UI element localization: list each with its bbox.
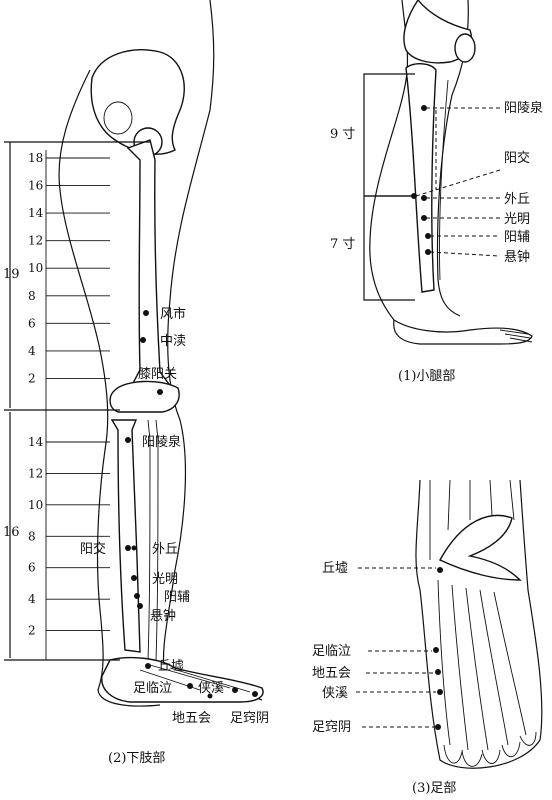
point-xiyangguan bbox=[157, 389, 163, 395]
point-zulinqi bbox=[187, 683, 193, 689]
thigh-tick-label-12: 12 bbox=[28, 234, 43, 248]
lower-limb-caption: (2)下肢部 bbox=[108, 750, 165, 766]
thigh-tick-label-4: 4 bbox=[28, 344, 36, 358]
label-fengshi: 风市 bbox=[160, 306, 186, 322]
calf-label-waiqiu: 外丘 bbox=[504, 192, 530, 207]
fibula bbox=[147, 419, 159, 661]
thigh-tick-label-16: 16 bbox=[28, 179, 43, 193]
foot-label-qiuxu: 丘墟 bbox=[322, 561, 348, 576]
hip-socket bbox=[103, 101, 133, 135]
foot bbox=[101, 656, 264, 703]
calf-label-yanglingquan: 阳陵泉 bbox=[504, 100, 543, 116]
calf-patella bbox=[454, 33, 476, 63]
label-xiyangguan: 膝阳关 bbox=[138, 367, 177, 382]
point-fengshi bbox=[143, 310, 149, 316]
calf-caption: (1)小腿部 bbox=[398, 369, 455, 384]
point-waiqiu bbox=[131, 545, 137, 551]
foot-caption: (3)足部 bbox=[412, 781, 456, 796]
foot-point-zulinqi bbox=[433, 647, 439, 653]
point-yangjiao bbox=[125, 545, 131, 551]
foot-outline bbox=[415, 479, 543, 769]
foot-label-zuqiaoyin: 足窍阴 bbox=[312, 719, 351, 735]
calf-point-yanglingquan bbox=[421, 105, 427, 111]
calf-upper-span: 9 寸 bbox=[330, 127, 355, 142]
label-guangming: 光明 bbox=[152, 572, 178, 587]
foot-label-zulinqi: 足临泣 bbox=[312, 644, 351, 659]
point-xiaxi bbox=[232, 687, 238, 693]
foot-tendons bbox=[429, 479, 515, 560]
thigh-tick-group: 18 16 14 12 10 8 6 4 2 bbox=[28, 151, 110, 385]
shank-tick-label-4: 4 bbox=[28, 592, 36, 606]
calf-fibula bbox=[439, 79, 449, 281]
point-yangfu bbox=[134, 593, 140, 599]
foot-point-qiuxu bbox=[437, 567, 443, 573]
calf-foot bbox=[393, 319, 533, 345]
shank-tick-label-6: 6 bbox=[28, 561, 36, 575]
foot-toes bbox=[443, 731, 537, 767]
label-yangfu: 阳辅 bbox=[164, 590, 190, 605]
shank-tick-label-14: 14 bbox=[28, 435, 44, 449]
calf-label-xuanzhong: 悬钟 bbox=[504, 249, 530, 265]
knee bbox=[109, 380, 180, 413]
foot-retinaculum bbox=[439, 514, 522, 581]
calf-label-yangfu: 阳辅 bbox=[504, 230, 530, 245]
point-zhongdu bbox=[140, 337, 146, 343]
foot-panel: 丘墟 足临泣 地五会 侠溪 足窍阴 (3)足部 bbox=[312, 479, 543, 796]
label-qiuxu: 丘墟 bbox=[158, 659, 184, 674]
foot-point-xiaxi bbox=[437, 689, 443, 695]
thigh-tick-label-10: 10 bbox=[28, 261, 43, 275]
label-zuqiaoyin: 足窍阴 bbox=[230, 710, 269, 726]
thigh-tick-label-8: 8 bbox=[28, 289, 36, 303]
calf-point-yangjiao bbox=[411, 193, 417, 199]
label-xiaxi: 侠溪 bbox=[198, 681, 224, 696]
shank-tick-label-10: 10 bbox=[28, 498, 43, 512]
label-yangjiao: 阳交 bbox=[80, 541, 106, 557]
point-zuqiaoyin bbox=[252, 691, 258, 697]
point-diwuhui bbox=[207, 693, 213, 699]
calf-label-guangming: 光明 bbox=[504, 212, 530, 227]
lower-limb-panel: 19 16 18 16 14 12 10 8 6 4 2 14 12 10 8 6 4 2 风市 中渎 膝阳… bbox=[3, 0, 269, 766]
calf-toes bbox=[499, 329, 533, 343]
foot-point-diwuhui bbox=[435, 669, 441, 675]
tibia bbox=[110, 419, 141, 653]
thigh-tick-label-2: 2 bbox=[28, 371, 36, 385]
label-xuanzhong: 悬钟 bbox=[150, 608, 176, 624]
foot-label-diwuhui: 地五会 bbox=[312, 666, 351, 681]
point-yanglingquan bbox=[125, 437, 131, 443]
shank-tick-label-8: 8 bbox=[28, 529, 36, 543]
thigh-span-label: 19 bbox=[3, 267, 20, 282]
foot-metatarsals bbox=[437, 579, 527, 751]
calf-tibia bbox=[405, 63, 437, 293]
calf-panel: 9 寸 7 寸 阳陵泉 阳交 外丘 光明 阳辅 悬钟 (1)小腿部 bbox=[330, 0, 543, 384]
thigh-tick-label-18: 18 bbox=[28, 151, 43, 165]
shank-tick-label-12: 12 bbox=[28, 466, 43, 480]
calf-leader-yangjiao bbox=[415, 169, 501, 197]
label-zhongdu: 中渎 bbox=[160, 334, 186, 349]
foot-label-xiaxi: 侠溪 bbox=[322, 686, 348, 701]
shank-span-label: 16 bbox=[3, 525, 20, 540]
point-qiuxu bbox=[145, 663, 151, 669]
calf-point-guangming bbox=[421, 215, 427, 221]
femur bbox=[126, 139, 174, 389]
point-guangming bbox=[131, 575, 137, 581]
foot-point-zuqiaoyin bbox=[435, 724, 441, 730]
calf-point-waiqiu bbox=[421, 195, 427, 201]
label-zulinqi: 足临泣 bbox=[133, 681, 172, 696]
shank-tick-label-2: 2 bbox=[28, 624, 36, 638]
thigh-tick-label-6: 6 bbox=[28, 316, 36, 330]
calf-lower-span: 7 寸 bbox=[330, 237, 355, 252]
calf-point-xuanzhong bbox=[425, 249, 431, 255]
calf-point-yangfu bbox=[425, 233, 431, 239]
calf-label-yangjiao: 阳交 bbox=[504, 150, 530, 166]
label-yanglingquan: 阳陵泉 bbox=[142, 434, 181, 450]
shank-tick-group: 14 12 10 8 6 4 2 bbox=[28, 435, 110, 638]
calf-outline-front bbox=[369, 0, 409, 321]
pelvis bbox=[90, 49, 185, 155]
label-waiqiu: 外丘 bbox=[152, 542, 178, 557]
label-diwuhui: 地五会 bbox=[172, 711, 211, 726]
thigh-tick-label-14: 14 bbox=[28, 206, 44, 220]
point-xuanzhong bbox=[137, 603, 143, 609]
calf-leader-xuanzhong bbox=[429, 251, 501, 257]
